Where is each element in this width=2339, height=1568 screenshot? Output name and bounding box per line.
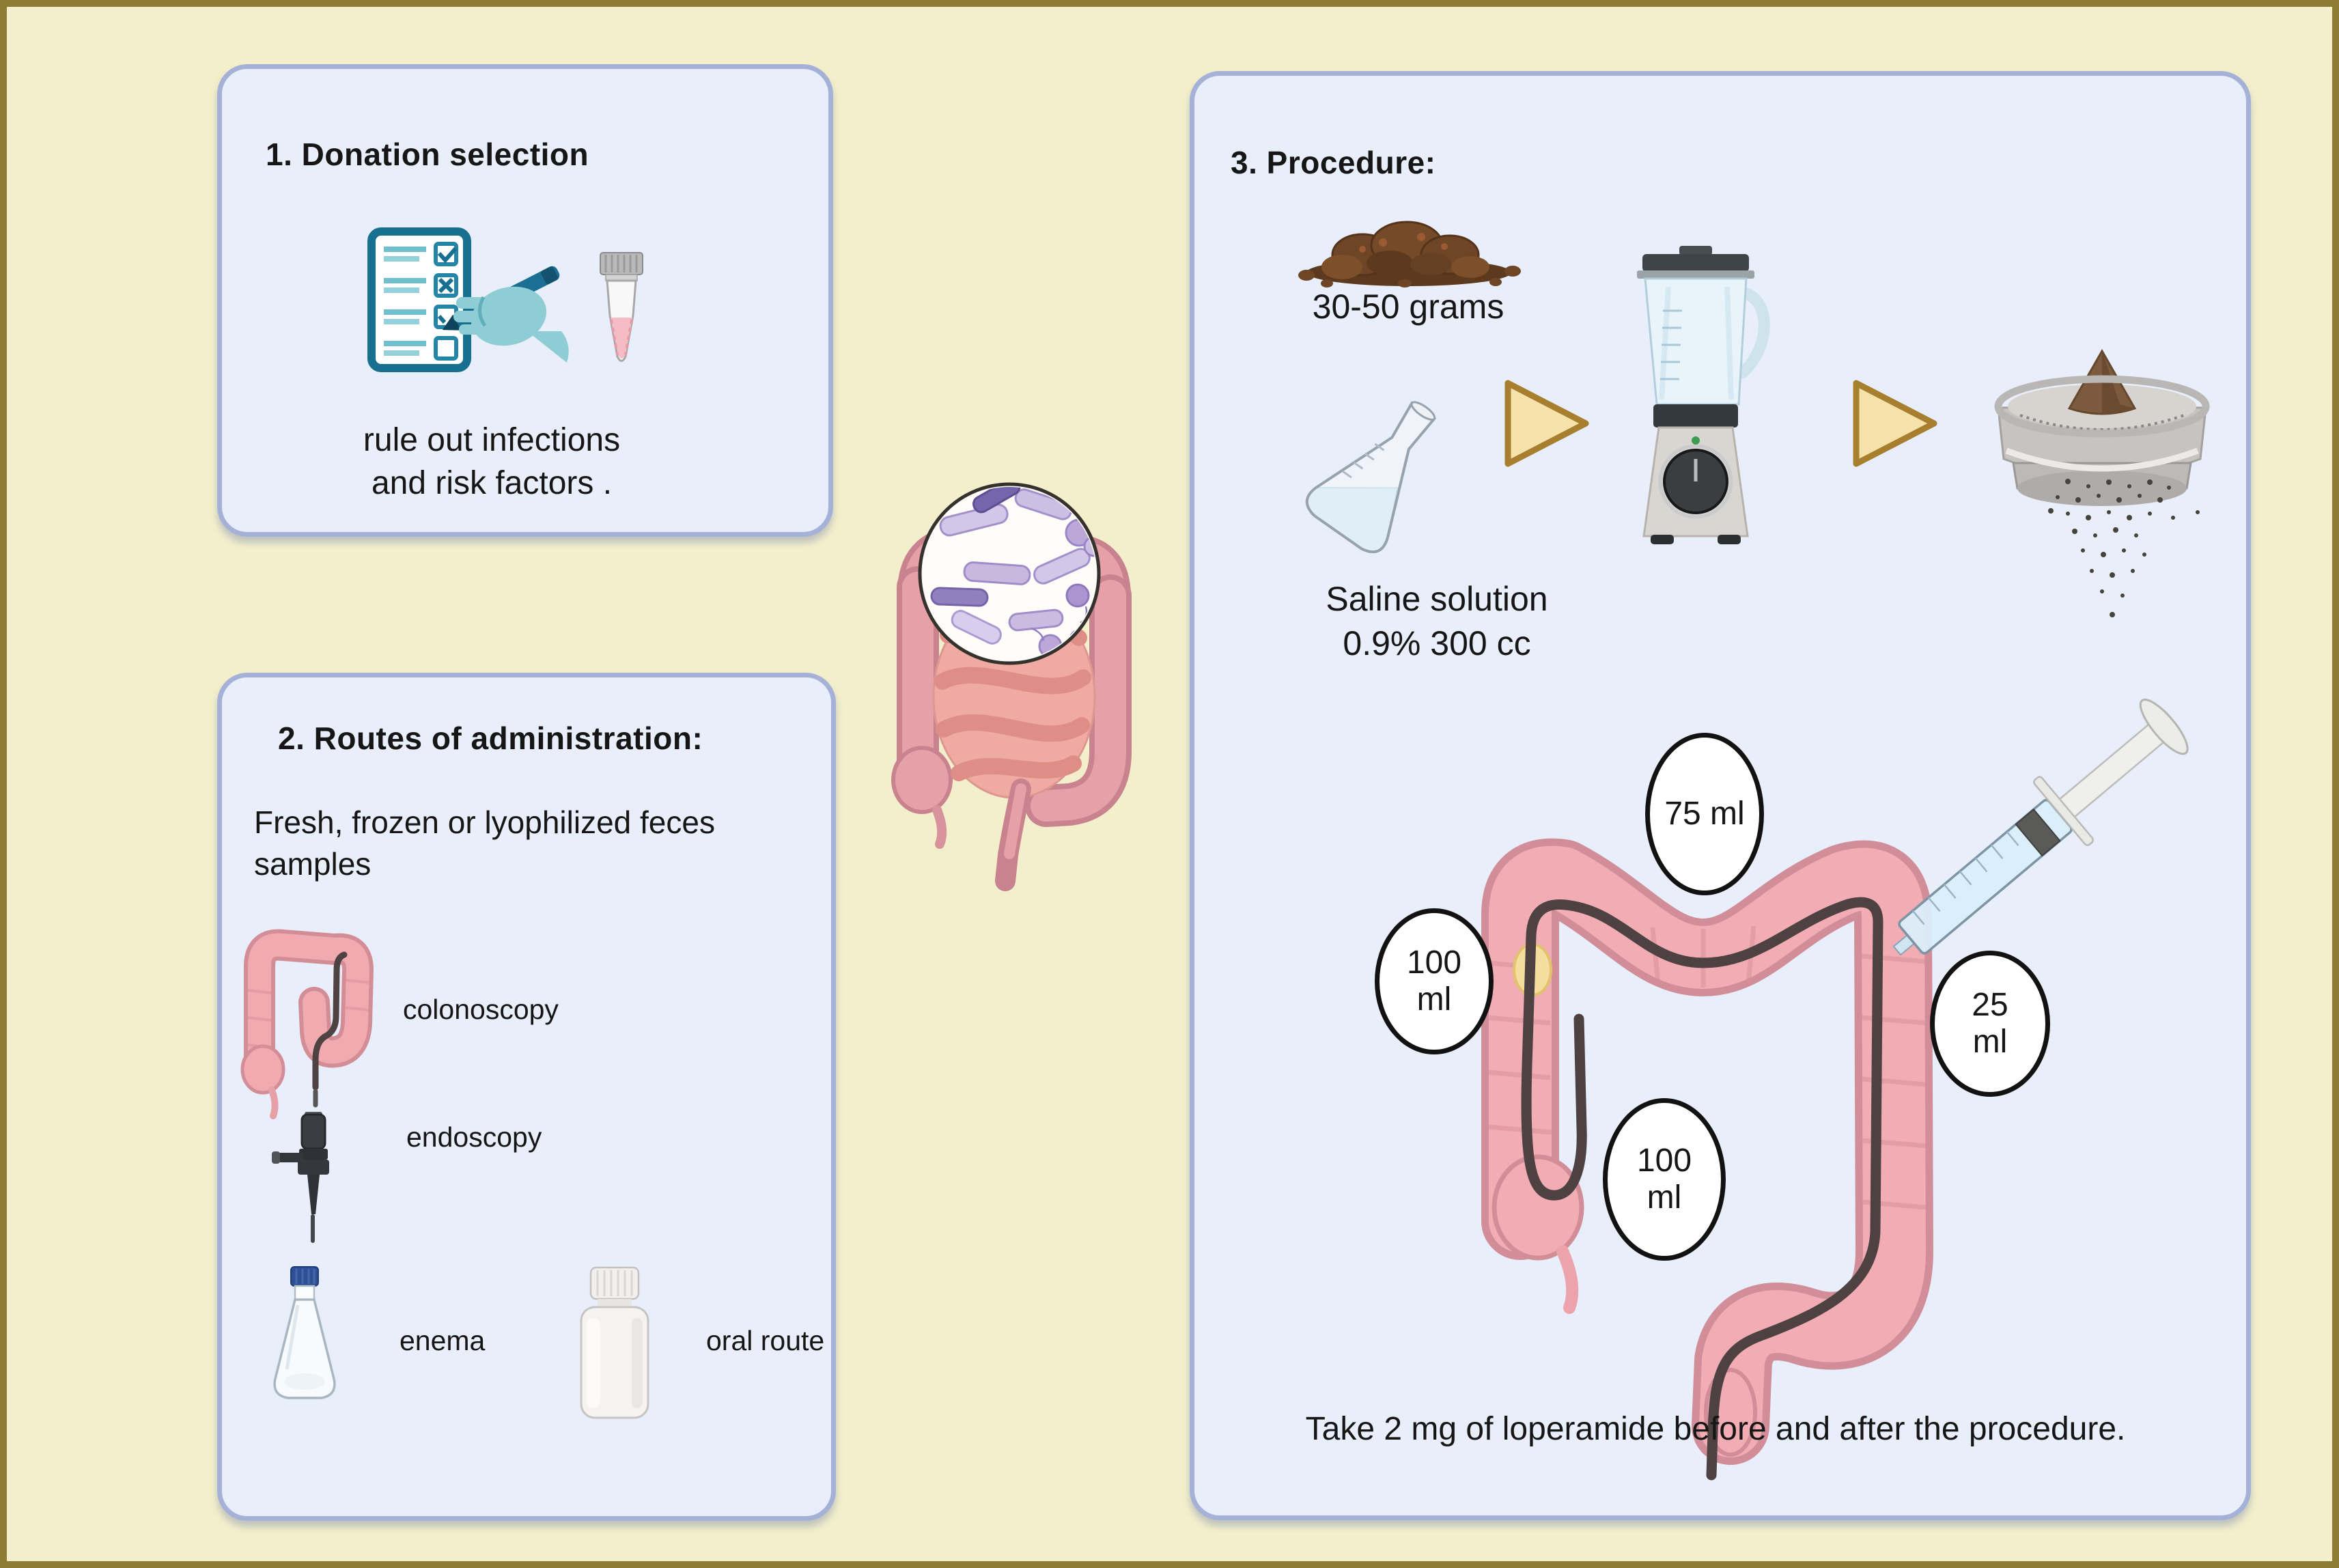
appendix: [1556, 1245, 1579, 1314]
arrow-right-icon: [1504, 380, 1589, 467]
volume-badge-transverse: 75 ml: [1645, 733, 1764, 895]
saline-label-line2: 0.9% 300 cc: [1343, 624, 1531, 662]
procedure-panel-title: 3. Procedure:: [1231, 145, 1436, 180]
syringe-icon: [1892, 699, 2189, 956]
feces-pile-icon: [1298, 221, 1521, 288]
routes-panel-title: 2. Routes of administration:: [278, 720, 703, 756]
route-label-oral-route: oral route: [706, 1325, 825, 1356]
saline-flask-icon: [1305, 401, 1437, 553]
routes-intro: Fresh, frozen or lyophilized feces sampl…: [254, 804, 715, 882]
enema-flask-icon: [273, 1266, 336, 1399]
saline-label: Saline solution 0.9% 300 cc: [1266, 577, 1608, 666]
sieve-icon: [1994, 348, 2210, 617]
arrow-right-icon: [1853, 380, 1937, 467]
donation-panel: 1. Donation selection rule out infection…: [217, 64, 833, 537]
route-label-colonoscopy: colonoscopy: [403, 994, 559, 1025]
feces-amount-label: 30-50 grams: [1312, 288, 1504, 326]
sample-tube-icon: [600, 252, 643, 362]
saline-label-line1: Saline solution: [1326, 580, 1548, 618]
volume-badge-bottom: 100 ml: [1603, 1098, 1726, 1261]
colon-diagram: [1481, 838, 1933, 1481]
route-label-enema: enema: [400, 1325, 486, 1356]
loperamide-note: Take 2 mg of loperamide before and after…: [1305, 1411, 2126, 1447]
endoscope-icon: [272, 1112, 329, 1243]
donation-caption-line1: rule out infections: [363, 422, 621, 458]
falling-particles: [2048, 479, 2200, 617]
colonoscope-tube: [1521, 897, 1883, 1481]
checklist-with-hand-icon: [367, 227, 569, 372]
hand-with-pen-icon: [442, 266, 569, 363]
blender-icon: [1637, 246, 1770, 544]
route-label-endoscopy: endoscopy: [406, 1121, 542, 1153]
volume-badge-left: 100 ml: [1375, 908, 1494, 1054]
oral-bottle-icon: [580, 1266, 649, 1419]
donation-panel-title: 1. Donation selection: [266, 137, 589, 172]
donation-caption-line2: and risk factors .: [371, 465, 613, 502]
volume-badge-right: 25 ml: [1930, 951, 2050, 1097]
donation-caption: rule out infections and risk factors .: [253, 419, 731, 505]
cecum: [1491, 1154, 1584, 1261]
intestines-icon: [891, 482, 1132, 891]
colon-icon: [240, 929, 374, 1119]
